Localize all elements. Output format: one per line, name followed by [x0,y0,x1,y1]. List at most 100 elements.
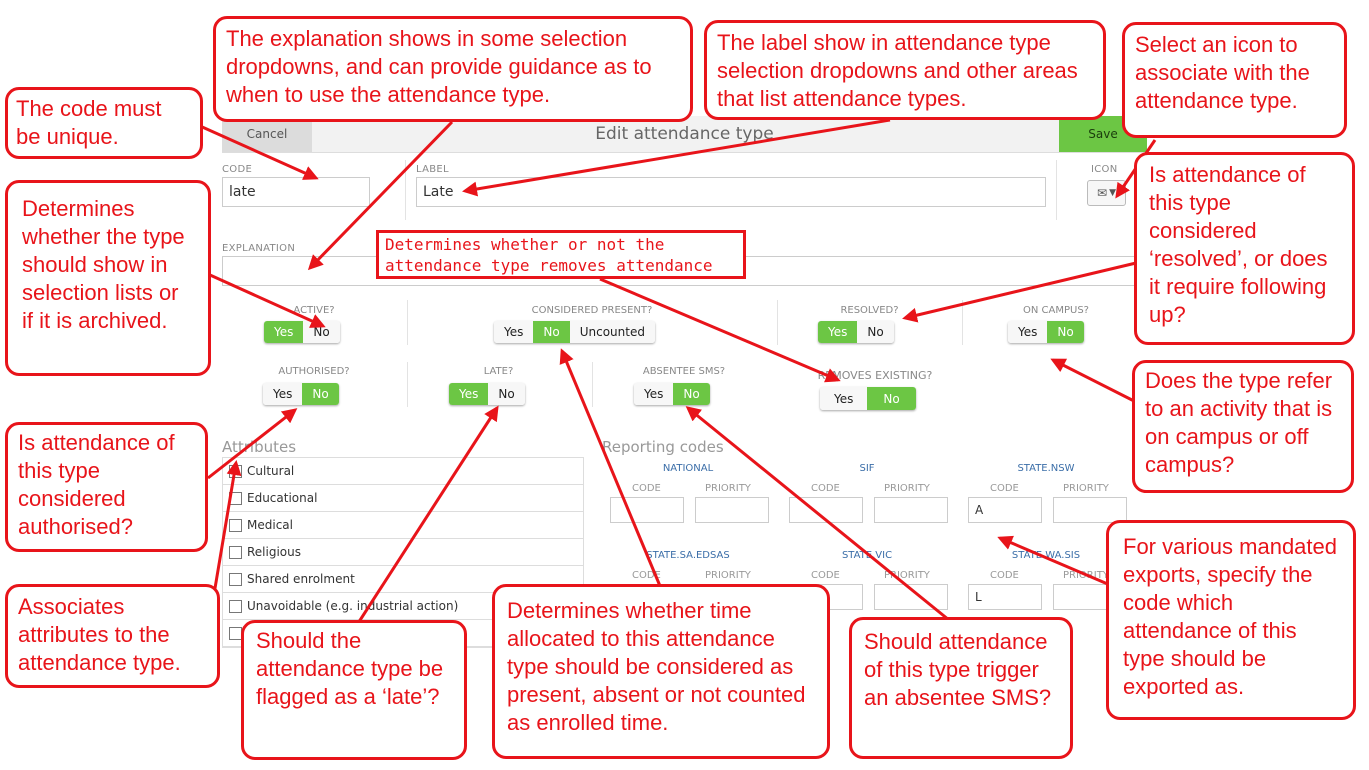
envelope-icon: ✉ [1097,186,1108,200]
attribute-label: Unavoidable (e.g. industrial action) [247,599,459,613]
reporting-priority-input[interactable] [874,497,948,523]
on-campus-toggle[interactable]: Yes No [1008,321,1084,343]
callout-code: The code must be unique. [5,87,203,159]
absentee-sms-toggle[interactable]: Yes No [634,383,710,405]
reporting-code-input[interactable] [610,497,684,523]
reporting-priority-input[interactable] [695,497,769,523]
reporting-group-name: STATE.WA.SIS [1011,550,1081,561]
attribute-checkbox[interactable] [229,518,242,532]
attribute-row[interactable]: Unavoidable (e.g. industrial action) [223,593,583,620]
code-column-label: CODE [632,570,661,581]
reporting-code-input[interactable]: A [968,497,1042,523]
reporting-code-input[interactable]: L [968,584,1042,610]
explanation-label: EXPLANATION [222,243,296,254]
authorised-yes[interactable]: Yes [263,383,303,405]
late-no[interactable]: No [488,383,525,405]
removes-existing-label: REMOVES EXISTING? [817,369,933,382]
late-yes[interactable]: Yes [449,383,489,405]
attribute-label: Shared enrolment [247,572,355,586]
attribute-row[interactable]: Shared enrolment [223,566,583,593]
callout-authorised: Is attendance of this type considered au… [5,422,208,552]
arrow-resolved [902,261,1137,323]
resolved-yes[interactable]: Yes [818,321,858,343]
attribute-checkbox[interactable] [229,599,242,613]
arrow-label [462,118,891,197]
divider [1056,160,1057,220]
removes-existing-no[interactable]: No [867,387,916,410]
considered-present-uncounted[interactable]: Uncounted [569,321,655,343]
absentee-sms-label: ABSENTEE SMS? [642,366,726,377]
divider [962,300,963,345]
callout-active: Determines whether the type should show … [5,180,211,376]
active-yes[interactable]: Yes [264,321,304,343]
divider [407,362,408,407]
code-column-label: CODE [811,483,840,494]
divider [405,160,406,220]
considered-present-yes[interactable]: Yes [494,321,534,343]
arrow-late [353,405,499,629]
reporting-group-name: NATIONAL [662,463,714,474]
cancel-button[interactable]: Cancel [222,116,312,152]
attribute-checkbox[interactable] [229,572,242,586]
authorised-no[interactable]: No [302,383,339,405]
arrow-sms [685,406,950,622]
attribute-checkbox[interactable] [229,545,242,559]
icon-label: ICON [1091,164,1118,175]
divider [407,300,408,345]
arrow-present [559,348,662,587]
active-toggle[interactable]: Yes No [264,321,340,343]
callout-label: The label show in attendance type select… [704,20,1106,120]
code-column-label: CODE [811,570,840,581]
late-label: LATE? [483,366,514,377]
reporting-priority-input[interactable] [1053,497,1127,523]
arrow-code [199,124,319,180]
callout-campus: Does the type refer to an activity that … [1132,360,1354,493]
callout-icon: Select an icon to associate with the att… [1122,22,1347,138]
code-input[interactable]: late [222,177,370,207]
priority-column-label: PRIORITY [884,483,930,494]
considered-present-no[interactable]: No [533,321,570,343]
reporting-group-name: STATE.SA.EDSAS [646,550,730,561]
code-column-label: CODE [632,483,661,494]
absentee-sms-no[interactable]: No [673,383,710,405]
priority-column-label: PRIORITY [884,570,930,581]
on-campus-yes[interactable]: Yes [1008,321,1048,343]
callout-sms: Should attendance of this type trigger a… [849,617,1073,759]
divider [592,362,593,407]
reporting-codes-title: Reporting codes [602,438,724,456]
callout-attributes: Associates attributes to the attendance … [5,584,220,688]
priority-column-label: PRIORITY [1063,483,1109,494]
considered-present-toggle[interactable]: Yes No Uncounted [494,321,655,343]
callout-explanation: The explanation shows in some selection … [213,16,693,122]
priority-column-label: PRIORITY [705,483,751,494]
code-column-label: CODE [990,483,1019,494]
callout-late: Should the attendance type be flagged as… [241,620,467,760]
toolbar: Cancel Edit attendance type Save [222,116,1147,153]
resolved-no[interactable]: No [857,321,894,343]
resolved-toggle[interactable]: Yes No [818,321,894,343]
removes-existing-yes[interactable]: Yes [820,387,868,410]
attribute-row[interactable]: Medical [223,512,583,539]
page-title: Edit attendance type [595,124,774,144]
authorised-toggle[interactable]: Yes No [263,383,339,405]
attribute-row[interactable]: Educational [223,485,583,512]
priority-column-label: PRIORITY [705,570,751,581]
attribute-row[interactable]: Religious [223,539,583,566]
attribute-label: Cultural [247,464,295,478]
on-campus-no[interactable]: No [1047,321,1084,343]
on-campus-label: ON CAMPUS? [1023,305,1089,316]
code-label: CODE [222,164,253,175]
reporting-group-name: STATE.NSW [1017,463,1075,474]
callout-removes: Determines whether or not the attendance… [376,230,746,279]
callout-present: Determines whether time allocated to thi… [492,584,830,759]
resolved-label: RESOLVED? [840,305,899,316]
arrow-explanation [307,120,454,271]
arrow-exports [997,535,1111,587]
removes-existing-toggle[interactable]: Yes No [820,387,916,410]
considered-present-label: CONSIDERED PRESENT? [531,305,653,316]
absentee-sms-yes[interactable]: Yes [634,383,674,405]
arrow-campus [1050,358,1137,404]
late-toggle[interactable]: Yes No [449,383,525,405]
authorised-label: AUTHORISED? [278,366,350,377]
